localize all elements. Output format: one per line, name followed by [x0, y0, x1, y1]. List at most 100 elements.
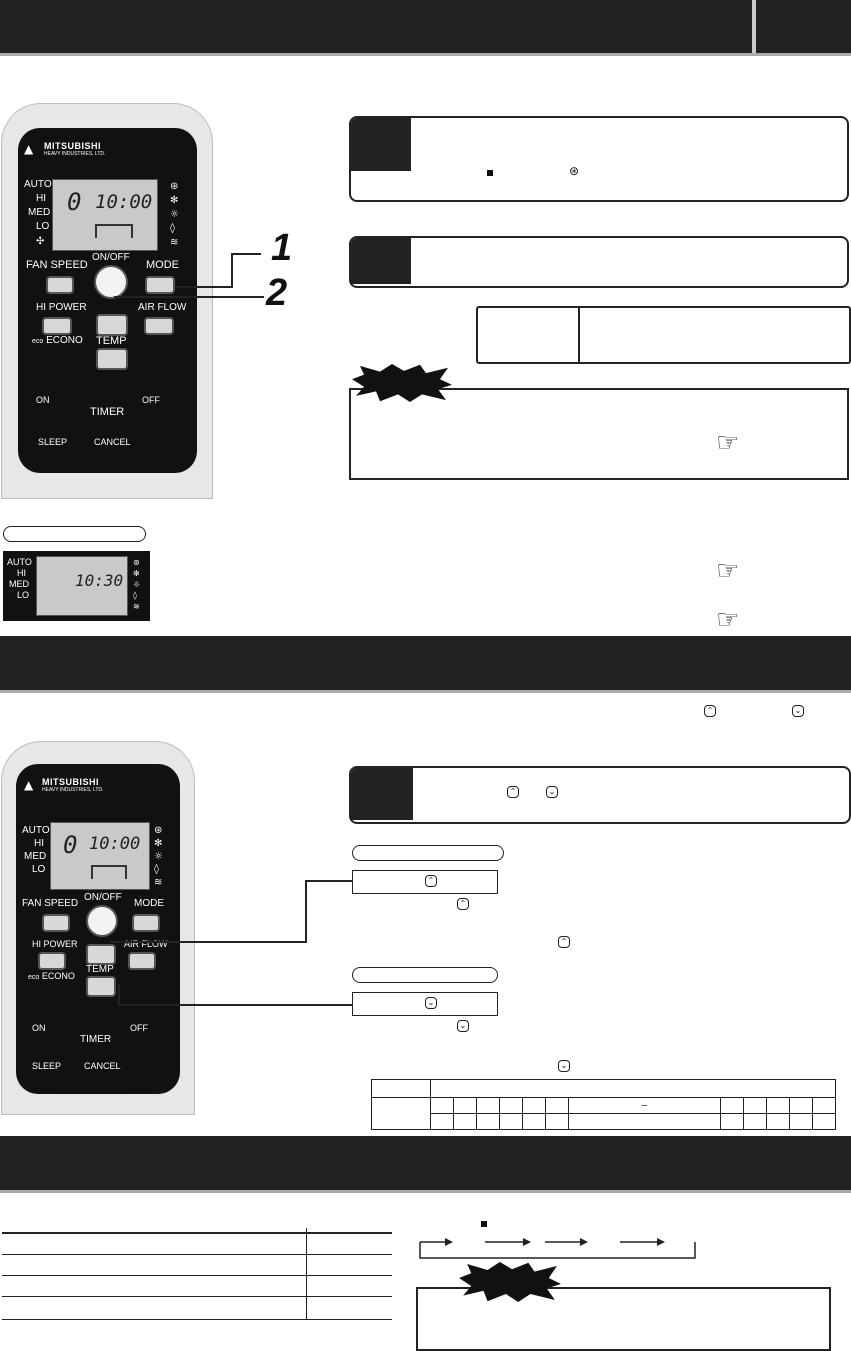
bottom-strip	[34, 1076, 162, 1081]
temp-up-button-icon: ⌃	[507, 786, 519, 798]
timer-on-label: ON	[36, 395, 50, 405]
table-row	[2, 1296, 307, 1320]
fan-level-lo: LO	[36, 221, 50, 232]
table-cell	[429, 1097, 455, 1114]
small-display: AUTO HI MED LO 10:30 ⊛✻☼◊≋	[3, 551, 150, 621]
temp-down-button[interactable]	[86, 976, 116, 997]
section-header-bar	[0, 636, 851, 690]
mode-cycle-arrows	[419, 1238, 696, 1259]
fan-level-lo: LO	[32, 864, 46, 875]
temperature-offset-table: –	[371, 1079, 837, 1130]
callout-line	[110, 941, 307, 943]
mode-icons: ⊛✻☼◊≋	[133, 558, 141, 611]
fan-level-auto: AUTO	[22, 825, 50, 836]
step-number-badge	[351, 768, 413, 820]
mode-button[interactable]	[132, 914, 160, 932]
temp-label: TEMP	[96, 335, 127, 347]
info-split-box	[476, 306, 851, 364]
dash-mark: –	[641, 1099, 648, 1111]
display-label-pill	[3, 526, 146, 542]
sleep-label: SLEEP	[38, 437, 68, 447]
mode-label: MODE	[146, 259, 179, 271]
cancel-label: CANCEL	[94, 437, 131, 447]
fan-speed-button[interactable]	[42, 914, 70, 932]
econo-label: eco ECONO	[28, 971, 75, 981]
hi-power-button[interactable]	[38, 952, 66, 970]
page-reference-pointer-icon: ☞	[716, 605, 740, 635]
temp-down-button-icon: ⌄	[546, 786, 558, 798]
divider	[752, 0, 756, 53]
temp-label: TEMP	[86, 964, 114, 975]
air-flow-button[interactable]	[128, 952, 156, 970]
econo-label: eco ECONO	[32, 335, 83, 346]
temp-up-button[interactable]	[86, 944, 116, 965]
table-row	[306, 1296, 392, 1320]
on-off-button[interactable]	[94, 265, 128, 299]
page-reference-pointer-icon: ☞	[716, 556, 740, 586]
lcd-display: 0 10:00	[50, 822, 150, 890]
display-time: 10:00	[95, 191, 153, 213]
bottom-strip	[38, 452, 178, 457]
temp-up-button-icon: ⌃	[704, 705, 716, 717]
clean-label: CLEAN	[46, 461, 77, 471]
clean-label: CLEAN	[40, 1085, 71, 1095]
timer-off-label: OFF	[142, 395, 160, 405]
temp-down-button[interactable]	[96, 348, 128, 370]
on-off-button[interactable]	[86, 905, 118, 937]
section-header-bar	[0, 1136, 851, 1190]
hi-power-label: HI POWER	[36, 302, 87, 313]
timer-dial[interactable]	[64, 374, 144, 434]
lower-temp-pill	[352, 967, 498, 983]
fan-speed-label: FAN SPEED	[26, 259, 88, 271]
divider	[0, 1190, 851, 1193]
temp-up-button-icon: ⌃	[457, 898, 469, 910]
table-cell: –	[568, 1097, 721, 1114]
callout-number-2: 2	[266, 272, 288, 314]
callout-line	[118, 1004, 352, 1006]
hi-power-label: HI POWER	[32, 939, 78, 949]
air-flow-button[interactable]	[144, 317, 174, 335]
table-cell	[742, 1097, 767, 1114]
table-cell	[742, 1113, 767, 1130]
table-cell	[499, 1113, 524, 1130]
lcd-display: 0 10:00	[52, 179, 158, 251]
note-box	[349, 388, 849, 480]
timer-dial[interactable]	[58, 1004, 130, 1060]
table-cell	[453, 1113, 478, 1130]
acl-label: ACL	[130, 1085, 148, 1095]
mode-button[interactable]	[145, 276, 175, 294]
table-row-label	[371, 1097, 431, 1130]
display-temp: 0	[67, 188, 82, 216]
table-cell	[811, 1097, 837, 1114]
callout-number-1: 1	[271, 227, 293, 269]
square-bullet-icon	[487, 170, 493, 176]
table-row	[2, 1275, 307, 1297]
display-time: 10:30	[75, 571, 124, 590]
fan-level-med: MED	[28, 207, 51, 218]
divider	[578, 307, 580, 362]
callout-line	[114, 296, 264, 298]
fan-speed-button[interactable]	[46, 276, 74, 294]
sleep-label: SLEEP	[32, 1061, 62, 1071]
fan-level-lo: LO	[17, 590, 30, 600]
table-cell	[788, 1097, 813, 1114]
raise-temp-button-box	[352, 870, 498, 894]
temp-down-button-icon: ⌄	[457, 1020, 469, 1032]
mitsubishi-logo-icon: ▲	[24, 142, 34, 156]
table-cell	[568, 1113, 721, 1130]
fan-speed-label: FAN SPEED	[22, 898, 79, 909]
table-row	[306, 1275, 392, 1297]
callout-line	[118, 985, 120, 1005]
table-cell	[499, 1097, 524, 1114]
table-cell	[476, 1113, 501, 1130]
table-row	[306, 1254, 392, 1276]
divider	[0, 690, 851, 693]
step-2-box	[349, 236, 849, 288]
hi-power-button[interactable]	[42, 317, 72, 335]
temp-up-button[interactable]	[96, 314, 128, 336]
timer-label: TIMER	[90, 406, 125, 418]
